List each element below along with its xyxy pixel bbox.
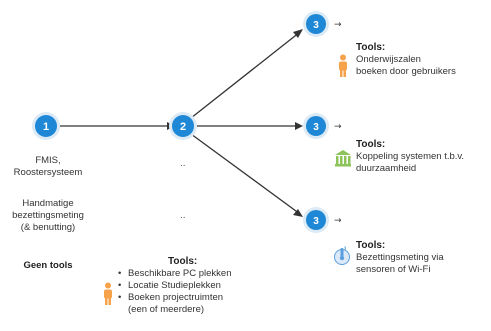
node-1: 1 bbox=[32, 112, 60, 140]
node-2: 2 bbox=[169, 112, 197, 140]
trail-arrow-middle: → bbox=[334, 122, 342, 132]
tools-top-block: Tools: Onderwijszalen boeken door gebrui… bbox=[356, 42, 456, 78]
node-3-top-label: 3 bbox=[313, 20, 319, 31]
person-icon bbox=[104, 282, 112, 305]
tools-top-line1: Onderwijszalen bbox=[356, 54, 421, 65]
left-systems-label: FMIS, Roostersysteem bbox=[13, 155, 83, 178]
tools-middle-line2: duurzaamheid bbox=[356, 163, 417, 174]
tools-bottom-item: Locatie Studieplekken bbox=[116, 280, 232, 292]
dots-lower: .. bbox=[180, 210, 186, 221]
node-3-middle-label: 3 bbox=[313, 122, 319, 133]
node-2-label: 2 bbox=[180, 121, 186, 133]
building-icon bbox=[335, 150, 351, 167]
person-icon bbox=[339, 54, 347, 77]
left-manual-measure-label: Handmatige bezettingsmeting (& benutting… bbox=[12, 198, 84, 233]
tools-top-title: Tools: bbox=[356, 42, 386, 53]
trail-arrow-top: → bbox=[334, 20, 342, 30]
connector-2-3c bbox=[190, 133, 301, 215]
arrowhead-2-3b bbox=[295, 122, 303, 130]
tools-bottom-title: Tools: bbox=[168, 256, 198, 267]
node-3-middle: 3 bbox=[303, 113, 329, 139]
arrowhead-2-3a bbox=[293, 29, 303, 38]
tools-middle-title: Tools: bbox=[356, 139, 386, 150]
tools-middle-block: Tools: Koppeling systemen t.b.v. duurzaa… bbox=[356, 139, 464, 175]
tools-bottom-right-line1: Bezettingsmeting via bbox=[356, 252, 444, 263]
tools-bottom-right-title: Tools: bbox=[356, 240, 386, 251]
node-3-bottom: 3 bbox=[303, 207, 329, 233]
tools-bottom-sub: (een of meerdere) bbox=[128, 304, 205, 315]
node-3-bottom-label: 3 bbox=[313, 216, 319, 227]
left-no-tools-label: Geen tools bbox=[23, 260, 73, 271]
dots-upper: .. bbox=[180, 158, 186, 169]
connector-2-3a bbox=[190, 31, 301, 119]
tools-bottom-item: Beschikbare PC plekken bbox=[116, 268, 232, 280]
sensor-icon bbox=[334, 246, 350, 265]
tools-middle-line1: Koppeling systemen t.b.v. bbox=[356, 151, 465, 162]
tools-bottom-right-block: Tools: Bezettingsmeting via sensoren of … bbox=[356, 240, 444, 276]
node-3-top: 3 bbox=[303, 11, 329, 37]
node-1-label: 1 bbox=[43, 121, 49, 133]
arrowhead-2-3c bbox=[293, 209, 303, 217]
tools-top-line2: boeken door gebruikers bbox=[356, 66, 456, 77]
tools-bottom-item: Boeken projectruimten bbox=[116, 292, 232, 304]
tools-bottom-list: Beschikbare PC plekken Locatie Studieple… bbox=[116, 268, 232, 316]
trail-arrow-bottom: → bbox=[334, 216, 342, 226]
tools-bottom-right-line2: sensoren of Wi-Fi bbox=[356, 264, 431, 275]
